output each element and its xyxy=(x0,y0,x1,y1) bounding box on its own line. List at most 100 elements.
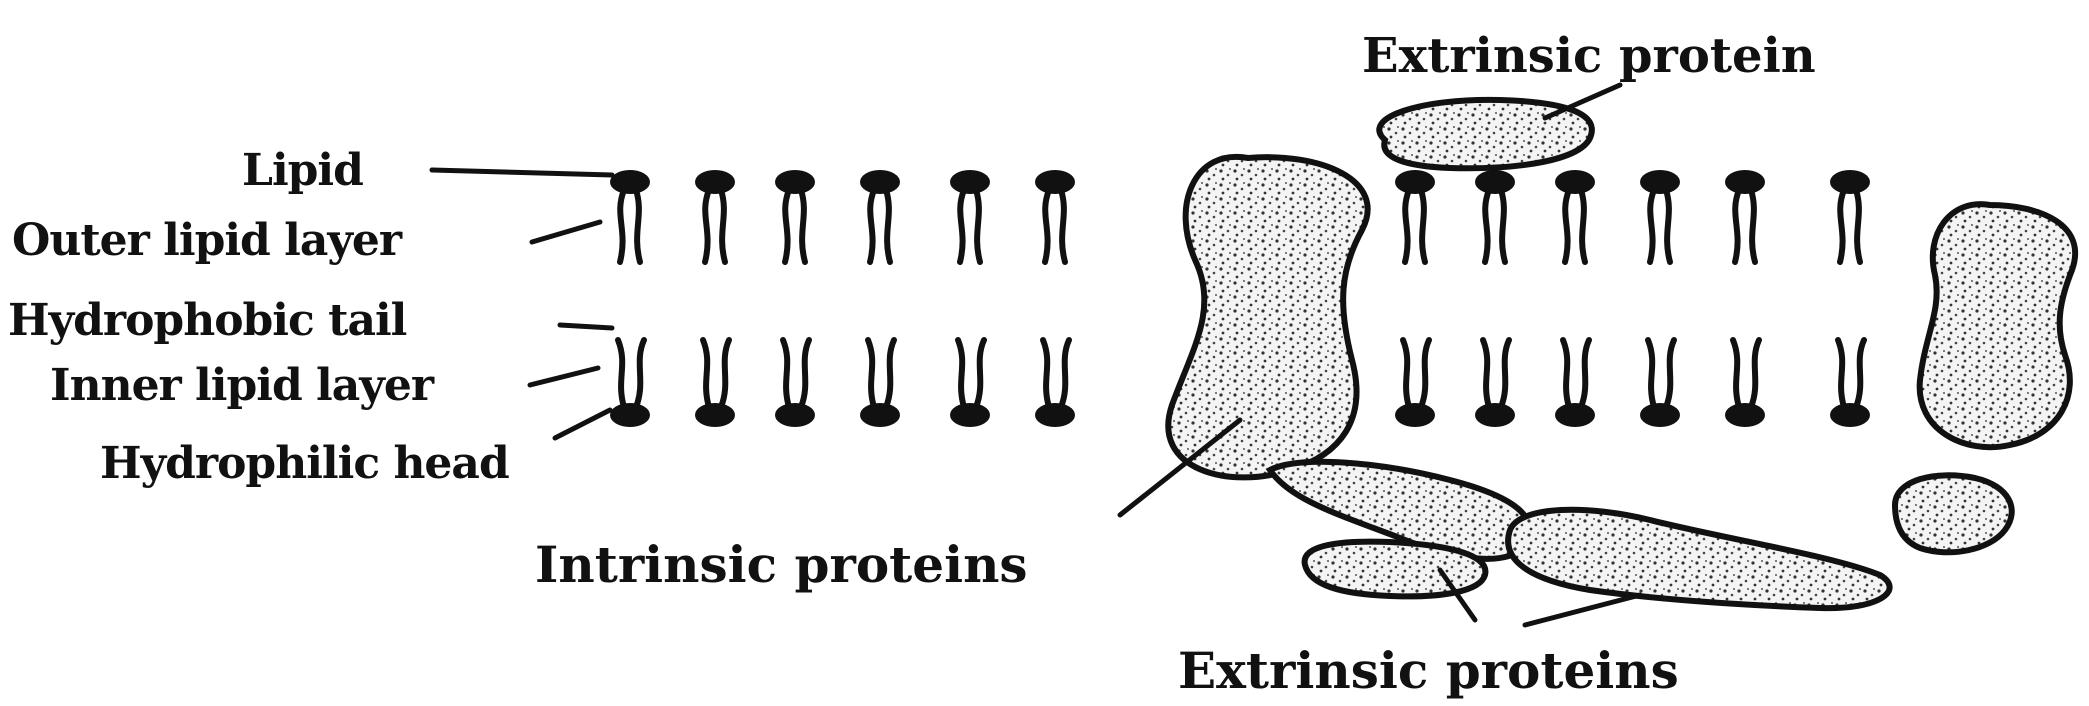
lipid-tail xyxy=(1581,340,1589,407)
lipid-head xyxy=(1035,403,1075,427)
inner-lipid-molecule xyxy=(1395,340,1435,427)
lipid-tail xyxy=(1501,190,1505,262)
outer-lipid-molecule xyxy=(775,170,815,262)
lipid-tail xyxy=(1485,190,1489,262)
inner-lipid-molecule xyxy=(1640,340,1680,427)
lipid-head xyxy=(1395,170,1435,194)
lipid-tail xyxy=(886,340,894,407)
lipid-head xyxy=(950,403,990,427)
outer-lipid-molecule xyxy=(1555,170,1595,262)
lipid-head xyxy=(1475,403,1515,427)
leader-hydrophilic-head xyxy=(555,410,610,438)
lipid-head xyxy=(1830,403,1870,427)
lipid-head xyxy=(1640,170,1680,194)
inner-lipid-molecule xyxy=(1035,340,1075,427)
lipid-tail xyxy=(721,190,725,262)
lipid-tail xyxy=(1666,190,1670,262)
inner-lipid-molecule xyxy=(695,340,735,427)
label-extrinsic-proteins: Extrinsic proteins xyxy=(1178,641,1679,700)
lipid-tail xyxy=(1403,340,1409,407)
label-outer-lipid-layer: Outer lipid layer xyxy=(12,215,403,266)
lipid-head xyxy=(695,403,735,427)
lipid-tail xyxy=(1043,340,1049,407)
lipid-head xyxy=(1395,403,1435,427)
inner-lipid-molecule xyxy=(950,340,990,427)
intrinsic-protein-right xyxy=(1920,204,2075,447)
label-extrinsic-protein: Extrinsic protein xyxy=(1362,28,1816,84)
intrinsic-protein-large xyxy=(1168,157,1367,478)
lipid-head xyxy=(950,170,990,194)
lipid-tail xyxy=(870,190,874,262)
lipid-tail xyxy=(976,190,980,262)
lipid-tail xyxy=(801,340,809,407)
label-inner-lipid-layer: Inner lipid layer xyxy=(50,360,435,411)
leader-hydrophobic-tail xyxy=(560,325,612,328)
inner-lipid-molecule xyxy=(1475,340,1515,427)
outer-lipid-molecule xyxy=(860,170,900,262)
lipid-head xyxy=(610,170,650,194)
leader-inner-lipid-layer xyxy=(530,368,598,385)
inner-lipid-molecule xyxy=(1725,340,1765,427)
lipid-head xyxy=(1035,170,1075,194)
lipid-tail xyxy=(1856,340,1864,407)
lipid-tail xyxy=(1840,190,1844,262)
lipid-tail xyxy=(1421,190,1425,262)
lipid-tail xyxy=(1483,340,1489,407)
lipid-tail xyxy=(1045,190,1049,262)
lipid-tail xyxy=(1421,340,1429,407)
lipid-head xyxy=(610,403,650,427)
lipid-tail xyxy=(1565,190,1569,262)
lipid-head xyxy=(1640,403,1680,427)
extrinsic-protein-small-right xyxy=(1895,475,2012,552)
lipid-tail xyxy=(1061,190,1065,262)
lipid-tail xyxy=(1405,190,1409,262)
label-intrinsic-proteins: Intrinsic proteins xyxy=(535,535,1028,594)
lipid-tail xyxy=(1666,340,1674,407)
outer-lipid-molecule xyxy=(1035,170,1075,262)
lipid-tail xyxy=(1501,340,1509,407)
lipid-tail xyxy=(783,340,789,407)
inner-lipid-molecule xyxy=(610,340,650,427)
lipid-tail xyxy=(1061,340,1069,407)
label-hydrophilic-head: Hydrophilic head xyxy=(100,438,509,489)
label-lipid: Lipid xyxy=(242,145,363,196)
leader-extrinsic-proteins-2 xyxy=(1525,595,1640,625)
lipid-head xyxy=(1555,403,1595,427)
lipid-tail xyxy=(636,340,644,407)
lipid-tail xyxy=(868,340,874,407)
lipid-head xyxy=(1725,403,1765,427)
inner-lipid-molecule xyxy=(1555,340,1595,427)
outer-lipid-molecule xyxy=(1725,170,1765,262)
outer-lipid-molecule xyxy=(695,170,735,262)
outer-lipid-molecule xyxy=(950,170,990,262)
label-hydrophobic-tail: Hydrophobic tail xyxy=(8,295,407,346)
lipid-tail xyxy=(958,340,964,407)
lipid-head xyxy=(775,170,815,194)
lipid-tail xyxy=(1650,190,1654,262)
inner-lipid-molecule xyxy=(1830,340,1870,427)
lipid-tail xyxy=(1735,190,1739,262)
lipid-tail xyxy=(1563,340,1569,407)
lipid-tail xyxy=(636,190,640,262)
lipid-tail xyxy=(1581,190,1585,262)
lipid-head xyxy=(860,403,900,427)
outer-lipid-molecule xyxy=(1640,170,1680,262)
lipid-tail xyxy=(1648,340,1654,407)
lipid-tail xyxy=(960,190,964,262)
lipid-tail xyxy=(705,190,709,262)
outer-lipid-molecule xyxy=(1475,170,1515,262)
lipid-tail xyxy=(703,340,709,407)
extrinsic-protein-chain-2 xyxy=(1508,510,1890,608)
lipid-tail xyxy=(620,190,624,262)
lipid-head xyxy=(1725,170,1765,194)
inner-lipid-molecule xyxy=(775,340,815,427)
inner-lipid-molecule xyxy=(860,340,900,427)
lipid-tail xyxy=(721,340,729,407)
lipid-head xyxy=(1555,170,1595,194)
lipid-tail xyxy=(801,190,805,262)
lipid-head xyxy=(775,403,815,427)
outer-lipid-molecule xyxy=(1395,170,1435,262)
extrinsic-protein-small-bottom xyxy=(1305,542,1486,597)
lipid-head xyxy=(860,170,900,194)
